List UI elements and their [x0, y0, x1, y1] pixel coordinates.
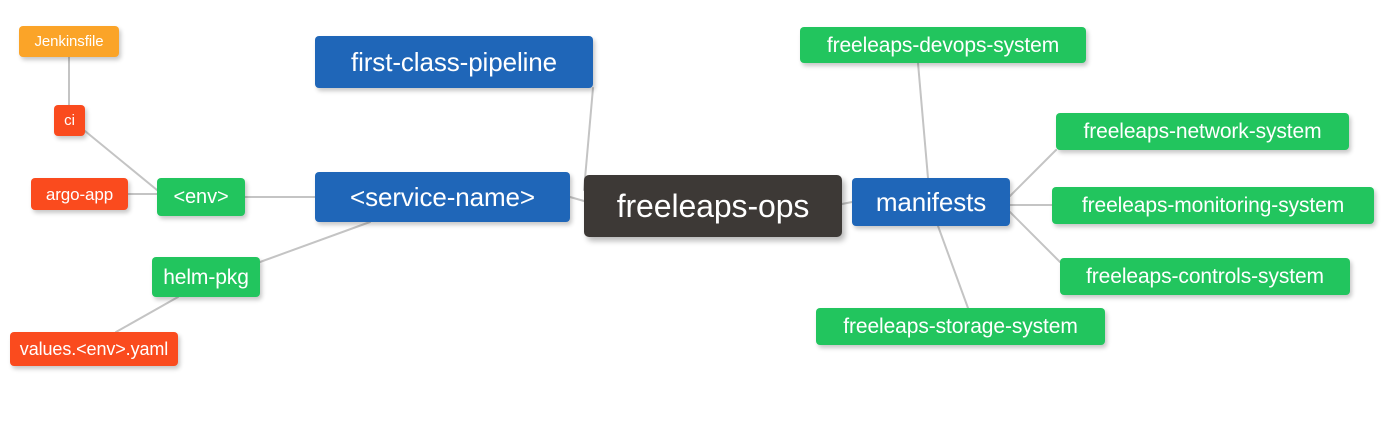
mindmap-node-Jenkinsfile[interactable]: Jenkinsfile	[19, 26, 119, 57]
mindmap-edge	[259, 221, 371, 263]
mindmap-node-values-env-yaml[interactable]: values.<env>.yaml	[10, 332, 178, 366]
mindmap-edge	[569, 196, 585, 202]
mindmap-node-helm-pkg[interactable]: helm-pkg	[152, 257, 260, 297]
mindmap-node-first-class-pipeline[interactable]: first-class-pipeline	[315, 36, 593, 88]
mindmap-node-freeleaps-ops[interactable]: freeleaps-ops	[584, 175, 842, 237]
mindmap-node-argo-app[interactable]: argo-app	[31, 178, 128, 210]
mindmap-edge	[917, 62, 929, 179]
mindmap-node-service-name[interactable]: <service-name>	[315, 172, 570, 222]
mindmap-node-freeleaps-network-system[interactable]: freeleaps-network-system	[1056, 113, 1349, 150]
mindmap-node-freeleaps-storage-system[interactable]: freeleaps-storage-system	[816, 308, 1105, 345]
mindmap-node-freeleaps-monitoring-system[interactable]: freeleaps-monitoring-system	[1052, 187, 1374, 224]
mindmap-edge	[841, 201, 853, 205]
mindmap-edge	[115, 296, 179, 333]
mindmap-node-ci[interactable]: ci	[54, 105, 85, 136]
mindmap-node-env[interactable]: <env>	[157, 178, 245, 216]
mindmap-node-manifests[interactable]: manifests	[852, 178, 1010, 226]
mindmap-node-freeleaps-devops-system[interactable]: freeleaps-devops-system	[800, 27, 1086, 63]
mindmap-node-freeleaps-controls-system[interactable]: freeleaps-controls-system	[1060, 258, 1350, 295]
mindmap-edge	[1009, 149, 1057, 197]
mindmap-edge	[937, 225, 969, 309]
